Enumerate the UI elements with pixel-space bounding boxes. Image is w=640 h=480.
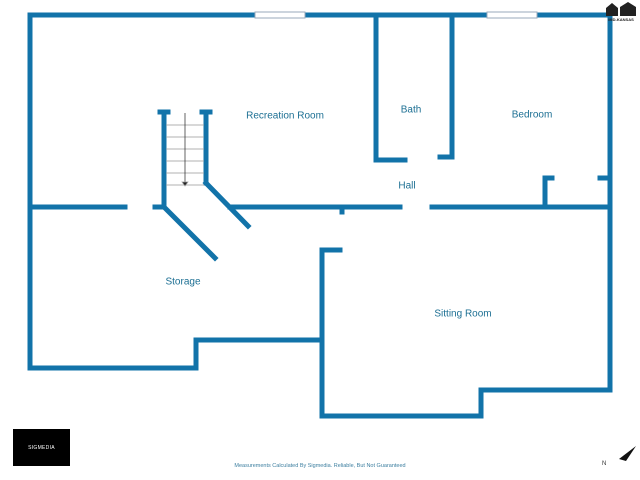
sigmedia-logo: SIGMEDIA [13, 429, 70, 466]
footer-disclaimer: Measurements Calculated By Sigmedia. Rel… [234, 463, 406, 469]
stair-treads [166, 113, 204, 187]
mid-kansas-logo: MID-KANSAS [604, 2, 638, 26]
room-label-sitting: Sitting Room [434, 308, 492, 320]
outer-wall [27, 12, 613, 419]
room-label-storage: Storage [165, 276, 201, 288]
mid-kansas-logo-text: MID-KANSAS [608, 17, 634, 22]
room-label-hall: Hall [398, 180, 416, 192]
compass-icon [619, 446, 636, 461]
interior-walls [27, 12, 613, 343]
compass-label: N [602, 461, 607, 467]
room-label-recreation: Recreation Room [246, 110, 324, 122]
room-label-bath: Bath [400, 104, 422, 116]
stair-walls [157, 109, 252, 262]
room-label-bedroom: Bedroom [511, 109, 553, 121]
windows [254, 11, 538, 19]
